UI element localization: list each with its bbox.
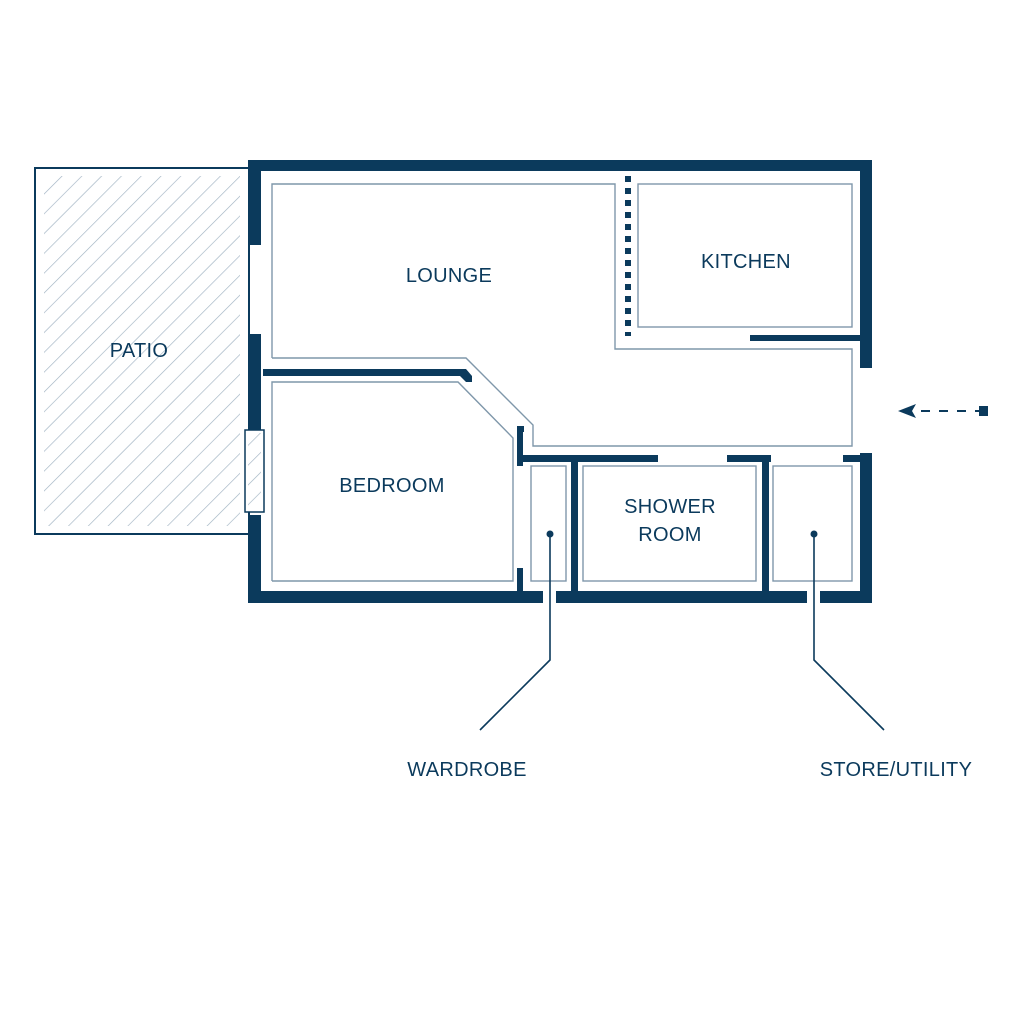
kitchen-label: KITCHEN bbox=[701, 251, 791, 273]
bedroom-label: BEDROOM bbox=[339, 475, 444, 497]
shower-room-label-line2: ROOM bbox=[638, 524, 701, 546]
dashed-arrow-left-icon bbox=[898, 404, 988, 418]
patio-door bbox=[244, 429, 265, 513]
lounge-label: LOUNGE bbox=[406, 265, 492, 287]
internal-walls bbox=[263, 335, 862, 592]
wardrobe-marker bbox=[546, 530, 554, 538]
external-walls bbox=[248, 160, 872, 603]
callout-leaders bbox=[479, 534, 885, 731]
wardrobe-label: WARDROBE bbox=[407, 759, 526, 781]
store-utility-label: STORE/UTILITY bbox=[820, 759, 972, 781]
room-outlines bbox=[271, 183, 853, 582]
patio-area bbox=[34, 167, 250, 535]
shower-room-label-line1: SHOWER bbox=[624, 496, 716, 518]
patio-label: PATIO bbox=[110, 340, 169, 362]
store-marker bbox=[810, 530, 818, 538]
